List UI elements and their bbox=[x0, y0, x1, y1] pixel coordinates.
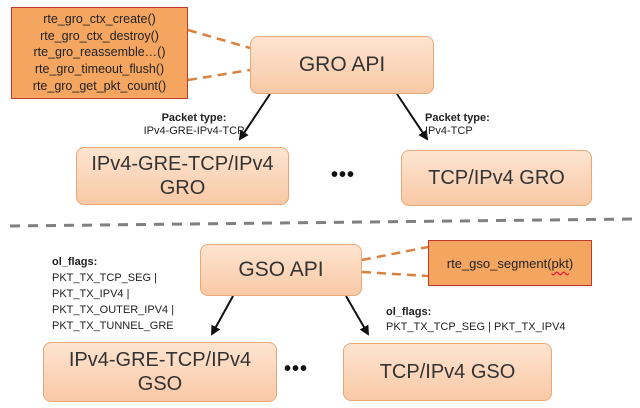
gro-right-packet-type: Packet type: IPv4-TCP bbox=[425, 112, 525, 138]
gro-arrow-right bbox=[396, 93, 429, 141]
gso-api-box: GSO API bbox=[200, 244, 362, 296]
gro-arrow-left bbox=[238, 93, 271, 141]
gro-connector-bottom bbox=[187, 68, 251, 82]
gso-api-label: GSO API bbox=[238, 258, 324, 281]
gso-left-box-line2: GSO bbox=[137, 373, 183, 395]
gro-api-box: GRO API bbox=[250, 36, 434, 94]
gso-left-flags: ol_flags: PKT_TX_TCP_SEG | PKT_TX_IPV4 |… bbox=[52, 254, 202, 334]
gso-right-flags-title: ol_flags: bbox=[386, 306, 432, 318]
gso-function-box: rte_gso_segment(pkt) bbox=[428, 240, 592, 286]
gso-arrow-right bbox=[345, 295, 370, 336]
gro-function-item: rte_gro_ctx_create() bbox=[43, 11, 156, 26]
gro-left-packet-value: IPv4-GRE-IPv4-TCP bbox=[143, 125, 245, 137]
gso-ellipsis: ••• bbox=[284, 358, 309, 380]
gro-api-label: GRO API bbox=[298, 53, 386, 76]
gro-left-packet-title: Packet type: bbox=[161, 112, 227, 124]
gro-function-item: rte_gro_reassemble…() bbox=[33, 45, 166, 60]
gro-function-item: rte_gro_ctx_destroy() bbox=[40, 28, 159, 43]
gso-connector-top bbox=[361, 245, 429, 262]
gso-connector-bottom bbox=[361, 270, 429, 278]
gso-right-flags: ol_flags: PKT_TX_TCP_SEG | PKT_TX_IPV4 bbox=[386, 305, 626, 335]
gso-tcp-ipv4-box: TCP/IPv4 GSO bbox=[343, 343, 552, 401]
gso-function-prefix: rte_gso_segment( bbox=[446, 255, 552, 271]
gso-left-flag-line: PKT_TX_TUNNEL_GRE bbox=[52, 320, 174, 332]
gro-connector-top bbox=[187, 28, 251, 50]
gso-right-box-label: TCP/IPv4 GSO bbox=[379, 361, 516, 383]
gso-left-box-line1: IPv4-GRE-TCP/IPv4 bbox=[68, 349, 252, 371]
gso-right-flags-value: PKT_TX_TCP_SEG | PKT_TX_IPV4 bbox=[386, 321, 566, 333]
gso-ipv4-gre-tcp-box: IPv4-GRE-TCP/IPv4 GSO bbox=[43, 342, 277, 402]
section-divider bbox=[9, 217, 635, 228]
gso-function-arg: pkt bbox=[551, 255, 569, 271]
gro-ellipsis: ••• bbox=[331, 164, 356, 186]
gro-left-box-line2: GRO bbox=[159, 177, 206, 199]
gso-left-flag-line: PKT_TX_OUTER_IPV4 | bbox=[52, 304, 175, 316]
gso-left-flag-line: PKT_TX_TCP_SEG | bbox=[52, 272, 157, 284]
gro-ipv4-gre-tcp-box: IPv4-GRE-TCP/IPv4 GRO bbox=[76, 147, 289, 205]
gro-right-packet-title: Packet type: bbox=[425, 112, 490, 124]
gro-left-packet-type: Packet type: IPv4-GRE-IPv4-TCP bbox=[124, 112, 264, 138]
gro-left-box-line1: IPv4-GRE-TCP/IPv4 bbox=[91, 153, 274, 175]
gso-left-flag-line: PKT_TX_IPV4 | bbox=[52, 288, 130, 300]
gso-function-suffix: ) bbox=[568, 255, 574, 271]
gro-right-packet-value: IPv4-TCP bbox=[425, 125, 473, 137]
gso-arrow-left bbox=[211, 295, 234, 336]
gro-right-box-label: TCP/IPv4 GRO bbox=[428, 167, 565, 189]
gro-tcp-ipv4-box: TCP/IPv4 GRO bbox=[401, 150, 592, 206]
gro-function-item: rte_gro_get_pkt_count() bbox=[32, 79, 167, 94]
gro-function-list: rte_gro_ctx_create() rte_gro_ctx_destroy… bbox=[11, 7, 188, 99]
gro-function-item: rte_gro_timeout_flush() bbox=[34, 62, 165, 77]
gso-left-flags-title: ol_flags: bbox=[52, 256, 98, 268]
